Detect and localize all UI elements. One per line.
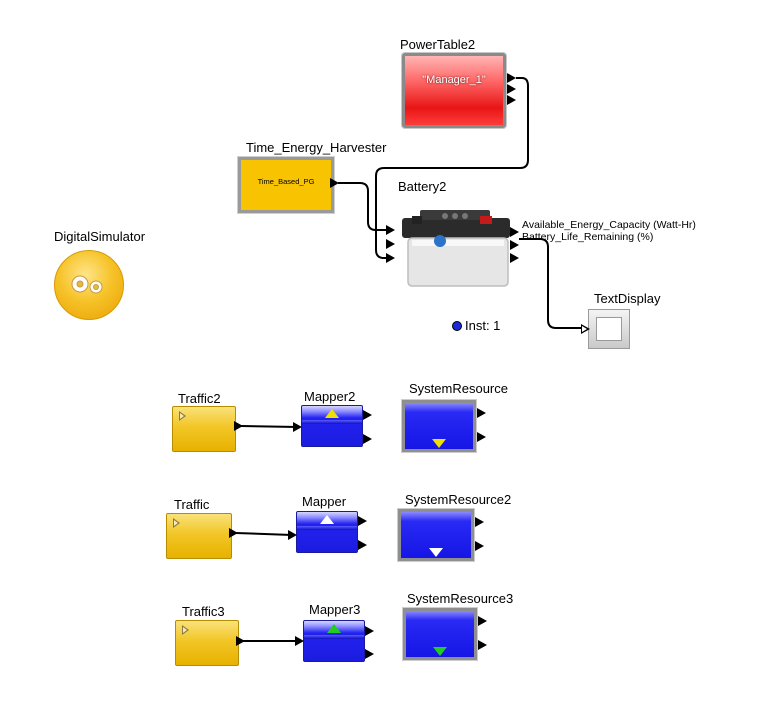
battery-output-port[interactable] (510, 253, 519, 263)
mapper-input-port[interactable] (293, 422, 302, 432)
traffic-output-port[interactable] (236, 636, 245, 646)
mapper-block[interactable] (301, 405, 363, 447)
down-triangle-icon (429, 548, 443, 557)
mapper-output-port[interactable] (363, 410, 372, 420)
traffic-label: Traffic2 (178, 391, 221, 406)
resource-label: SystemResource3 (407, 591, 514, 606)
resource-block[interactable] (402, 400, 476, 452)
powertable-output-port[interactable] (507, 95, 516, 105)
resource-block[interactable] (403, 608, 477, 660)
harvester-label: Time_Energy_Harvester (246, 140, 387, 155)
play-icon (182, 625, 189, 635)
resource-output-port[interactable] (478, 616, 487, 626)
gear-icon (71, 275, 103, 294)
traffic-block[interactable] (175, 620, 239, 666)
battery-input-port[interactable] (386, 239, 395, 249)
battery-block[interactable] (398, 204, 516, 290)
mapper-label: Mapper (302, 494, 347, 509)
battery-output-port[interactable] (510, 227, 519, 237)
mapper-output-port[interactable] (365, 626, 374, 636)
textdisplay-label: TextDisplay (594, 291, 661, 306)
mapper-output-port[interactable] (358, 540, 367, 550)
wire-traffic-mapper (235, 532, 293, 536)
resource-output-port[interactable] (475, 517, 484, 527)
mapper-label: Mapper2 (304, 389, 356, 404)
traffic-label: Traffic3 (182, 604, 225, 619)
resource-output-port[interactable] (477, 432, 486, 442)
harvester-output-port[interactable] (330, 178, 339, 188)
battery-icon (402, 210, 510, 287)
resource-label: SystemResource2 (405, 492, 512, 507)
traffic-output-port[interactable] (234, 421, 243, 431)
wire-powertable-battery (375, 77, 529, 259)
traffic-output-port[interactable] (229, 528, 238, 538)
textdisplay-block[interactable] (588, 309, 630, 349)
wire-battery-textdisplay (519, 238, 583, 329)
director-label: DigitalSimulator (54, 229, 146, 244)
mapper-label: Mapper3 (309, 602, 361, 617)
resource-output-port[interactable] (478, 640, 487, 650)
up-triangle-icon (320, 515, 334, 524)
harvester-value: Time_Based_PG (257, 177, 315, 186)
traffic-block[interactable] (172, 406, 236, 452)
play-icon (173, 518, 180, 528)
down-triangle-icon (432, 439, 446, 448)
battery-input-port[interactable] (386, 225, 395, 235)
powertable-value: "Manager_1" (422, 74, 486, 86)
powertable-output-port[interactable] (507, 73, 516, 83)
mapper-block[interactable] (296, 511, 358, 553)
instance-dot-icon (452, 321, 462, 331)
play-icon (179, 411, 186, 421)
wire-harvester-battery (338, 182, 386, 231)
harvester-block[interactable]: Time_Based_PG (238, 157, 334, 213)
mapper-input-port[interactable] (295, 636, 304, 646)
textdisplay-screen (596, 317, 622, 341)
traffic-label: Traffic (174, 497, 210, 512)
powertable-label: PowerTable2 (400, 37, 476, 52)
resource-output-port[interactable] (477, 408, 486, 418)
powertable-block[interactable]: "Manager_1" (402, 53, 506, 128)
battery-output-port[interactable] (510, 240, 519, 250)
mapper-input-port[interactable] (288, 530, 297, 540)
resource-label: SystemResource (409, 381, 508, 396)
mapper-output-port[interactable] (363, 434, 372, 444)
up-triangle-icon (327, 624, 341, 633)
battery-label: Battery2 (398, 179, 447, 194)
traffic-block[interactable] (166, 513, 232, 559)
wire-traffic2-mapper2 (240, 425, 299, 428)
resource-block[interactable] (398, 509, 474, 561)
mapper-output-port[interactable] (365, 649, 374, 659)
mapper-block[interactable] (303, 620, 365, 662)
up-triangle-icon (325, 409, 339, 418)
powertable-output-port[interactable] (507, 84, 516, 94)
battery-output-label: Available_Energy_Capacity (Watt-Hr) (522, 219, 696, 231)
down-triangle-icon (433, 647, 447, 656)
battery-output-label: Battery_Life_Remaining (%) (522, 231, 654, 243)
battery-instance-label: Inst: 1 (465, 318, 501, 333)
battery-input-port[interactable] (386, 253, 395, 263)
textdisplay-input-port[interactable] (581, 324, 590, 334)
resource-output-port[interactable] (475, 541, 484, 551)
mapper-output-port[interactable] (358, 516, 367, 526)
